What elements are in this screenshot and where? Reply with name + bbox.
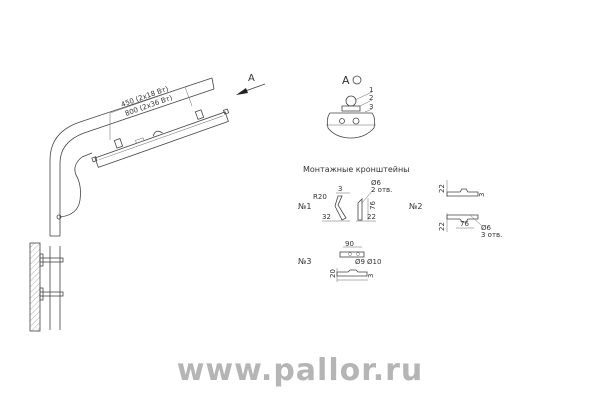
- bracket-1-holes: 2 отв.: [371, 186, 392, 194]
- pole-arm: [49, 77, 215, 237]
- bracket-1-label: №1: [298, 202, 311, 211]
- bracket-2-holes: 3 отв.: [481, 231, 502, 239]
- view-arrow-icon: [236, 83, 266, 95]
- bracket-3-width: 90: [345, 240, 354, 248]
- section-circle-icon: [352, 75, 362, 85]
- pole-lower: [49, 246, 61, 330]
- bracket-1-width: 32: [322, 213, 331, 221]
- wall-hatched: [29, 242, 41, 332]
- luminaire: [91, 108, 230, 168]
- bracket-1-thickness: 3: [338, 185, 342, 193]
- callout-2: 2: [369, 94, 373, 102]
- callout-3: 3: [369, 103, 373, 111]
- bracket-1-drawing: [322, 189, 376, 222]
- bracket-1-hole: Ø6: [371, 179, 382, 187]
- dimension-lines: [109, 86, 193, 140]
- bracket-1-height: 76: [369, 201, 377, 210]
- section-title: A: [342, 74, 350, 87]
- brackets-title: Монтажные кронштейны: [303, 165, 410, 174]
- callout-1: 1: [369, 86, 373, 94]
- bracket-2-height-top: 22: [438, 184, 446, 193]
- bracket-2-hole: Ø6: [481, 224, 492, 232]
- bracket-3-thickness: 3: [367, 274, 375, 278]
- bracket-3-hole-9: Ø9: [355, 258, 365, 266]
- bracket-2-label: №2: [409, 202, 422, 211]
- watermark: www.pallor.ru: [177, 353, 424, 388]
- bracket-3-height: 20: [329, 269, 337, 278]
- view-arrow-label: A: [248, 73, 255, 84]
- bracket-1-base: 22: [367, 213, 376, 221]
- section-luminaire: [326, 91, 376, 139]
- bracket-2-thickness: 3: [478, 193, 486, 197]
- wall-clamps: [39, 253, 64, 301]
- bracket-1-radius: R20: [313, 193, 327, 201]
- bracket-2-drawing: [446, 180, 483, 232]
- bracket-3-label: №3: [298, 257, 311, 266]
- bracket-3-hole-10: Ø10: [367, 258, 381, 266]
- bracket-3-drawing: [336, 246, 368, 282]
- bracket-2-height-bottom: 22: [438, 222, 446, 231]
- bracket-2-width: 76: [460, 220, 469, 228]
